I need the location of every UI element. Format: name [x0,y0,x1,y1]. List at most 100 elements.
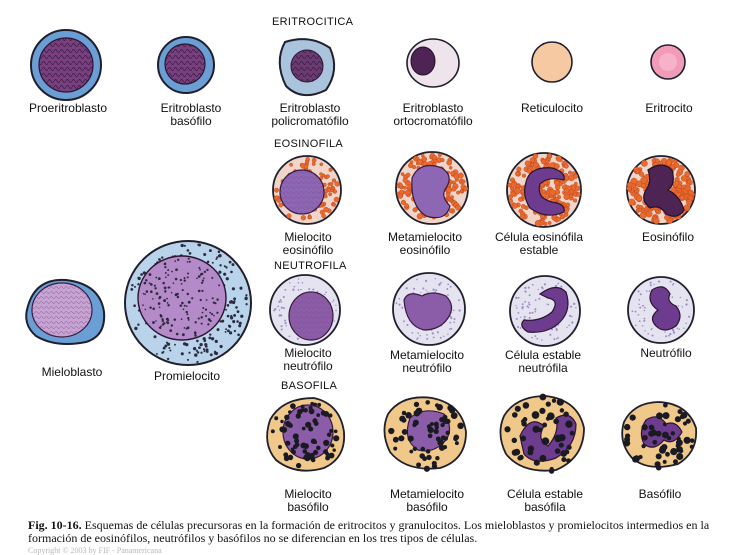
granule [557,336,559,339]
granule [333,429,338,434]
granule [634,169,640,174]
granule [142,292,145,295]
granule [519,214,525,219]
granule [435,456,440,461]
granule [519,327,522,329]
granule [319,162,324,167]
granule [446,159,453,166]
granule [569,189,575,194]
granule [677,409,683,415]
granule [197,243,200,247]
granule [655,430,662,437]
granule [142,304,144,306]
granule [308,215,312,220]
granule [515,305,517,307]
granule [280,325,283,328]
granule [238,324,242,328]
metamielocito-basofilo-cell [383,396,467,472]
granule [668,334,670,337]
granule [676,436,681,441]
granule [649,281,652,284]
granule [649,284,652,287]
granule [575,185,581,191]
granule [182,342,187,346]
granule [576,192,581,197]
granule [176,295,180,299]
granule [316,445,321,451]
granule [213,351,217,355]
reticulocito-cell [531,41,573,83]
granule [227,329,230,333]
granule [549,189,556,196]
granule [209,333,212,336]
granule [325,452,330,456]
granule [201,311,204,314]
granule [516,325,520,329]
granule [450,170,456,176]
granule [674,416,681,423]
granule [419,334,421,337]
granule [425,400,431,405]
granule [158,258,161,261]
granule [440,422,445,428]
granule [673,162,680,168]
granule [245,294,248,297]
granule [534,310,537,313]
granule [276,197,282,203]
granule [420,446,426,452]
granule [547,153,552,159]
granule [292,288,295,291]
granule [174,277,178,281]
granule [551,398,557,403]
granule [216,298,219,301]
granule [426,424,432,429]
granule [297,289,300,291]
promielocito-cell [124,240,252,366]
granule [520,204,526,209]
granule [290,447,295,452]
granule [412,291,414,294]
granule [648,424,655,431]
granule [436,331,439,334]
granule [438,153,442,157]
granule [457,422,464,430]
granule [333,435,340,442]
granule [408,163,414,169]
granule [545,416,551,421]
granule [446,187,453,193]
granule [639,212,647,219]
granule [426,334,428,336]
granule [202,348,206,351]
granule [446,288,449,290]
granule [166,302,169,304]
granule [319,172,323,176]
granule [439,336,442,339]
granule [292,444,298,450]
granule [420,291,422,294]
granule [573,181,578,186]
granule [303,454,310,460]
granule [398,297,401,300]
granule [310,401,315,406]
granule [426,454,432,461]
granule [534,299,537,301]
granule [297,282,300,284]
basofilo-cell [621,401,698,471]
granule [203,252,207,257]
granule [651,327,653,330]
granule [332,202,336,207]
granule [638,320,641,323]
granule [568,324,571,327]
granule [328,192,333,197]
granule [416,338,418,340]
granule [409,449,414,454]
granule [654,461,661,468]
granule [533,459,540,466]
granule [163,262,167,266]
granule [661,431,669,439]
granule [152,298,154,300]
